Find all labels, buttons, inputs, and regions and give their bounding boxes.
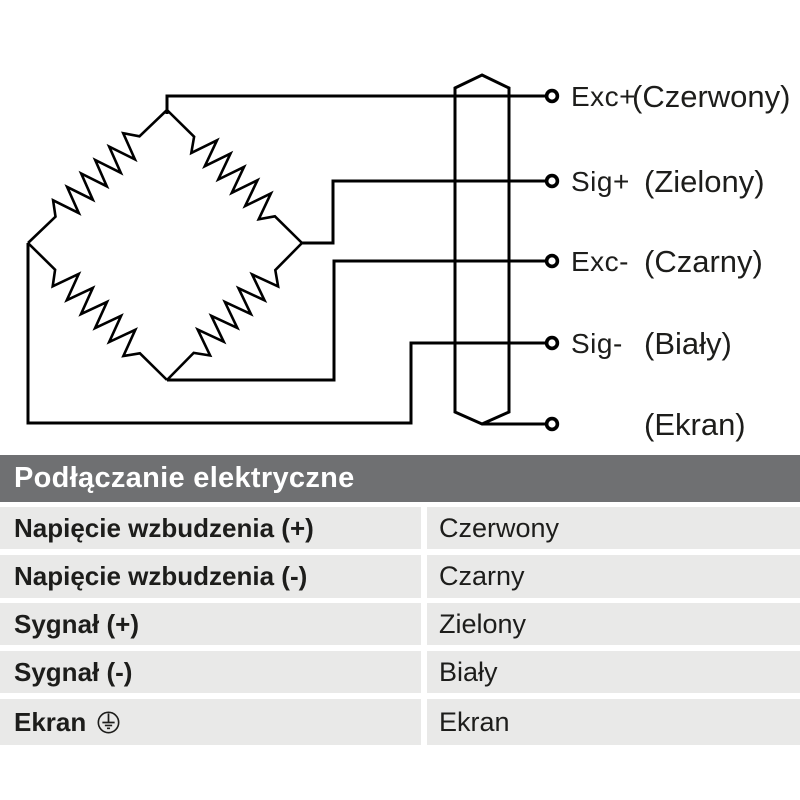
table-row: Sygnał (+) Zielony xyxy=(0,603,800,645)
terminal-shield xyxy=(544,416,560,432)
exc-minus-wire xyxy=(167,259,547,382)
row-label-signal-plus: Sygnał (+) xyxy=(0,603,421,645)
bridge-resistor-bottom-right xyxy=(166,242,303,381)
protective-earth-icon xyxy=(97,711,120,733)
label-sig-plus-color: (Zielony) xyxy=(644,164,765,199)
terminal-exc-minus xyxy=(544,253,560,269)
table-header: Podłączanie elektryczne xyxy=(0,455,800,502)
sig-minus-wire xyxy=(26,243,547,425)
cable-shield-outline xyxy=(453,73,511,426)
row-label-excitation-plus: Napięcie wzbudzenia (+) xyxy=(0,507,421,549)
table-header-title: Podłączanie elektryczne xyxy=(14,462,355,494)
label-exc-minus: Exc- xyxy=(571,246,629,277)
bridge-resistor-bottom-left xyxy=(27,242,168,381)
bridge-resistor-top-right xyxy=(166,109,303,244)
label-sig-minus: Sig- xyxy=(571,328,623,359)
sig-plus-wire xyxy=(302,179,547,245)
exc-plus-wire xyxy=(165,94,547,114)
row-label-excitation-minus: Napięcie wzbudzenia (-) xyxy=(0,555,421,598)
label-shield-color: (Ekran) xyxy=(644,407,746,442)
label-exc-minus-color: (Czarny) xyxy=(644,244,763,279)
terminal-sig-plus xyxy=(544,173,560,189)
row-label-shield: Ekran xyxy=(0,699,421,745)
label-sig-minus-color: (Biały) xyxy=(644,326,732,361)
table-row: Sygnał (-) Biały xyxy=(0,651,800,693)
row-value-signal-plus: Zielony xyxy=(427,603,800,645)
row-value-excitation-minus: Czarny xyxy=(427,555,800,598)
terminal-sig-minus xyxy=(544,335,560,351)
terminal-exc-plus xyxy=(544,88,560,104)
row-value-excitation-plus: Czerwony xyxy=(427,507,800,549)
row-value-shield: Ekran xyxy=(427,699,800,745)
wiring-diagram: Exc+ (Czerwony) Sig+ (Zielony) Exc- (Cza… xyxy=(26,73,790,442)
row-value-signal-minus: Biały xyxy=(427,651,800,693)
row-label-signal-minus: Sygnał (-) xyxy=(0,651,421,693)
label-exc-plus-color: (Czerwony) xyxy=(632,79,790,114)
table-row: Ekran Ekran xyxy=(0,699,800,745)
label-exc-plus: Exc+ xyxy=(571,81,636,112)
table-row: Napięcie wzbudzenia (-) Czarny xyxy=(0,555,800,598)
bridge-resistor-top-left xyxy=(27,109,168,244)
table-row: Napięcie wzbudzenia (+) Czerwony xyxy=(0,507,800,549)
label-sig-plus: Sig+ xyxy=(571,166,630,197)
